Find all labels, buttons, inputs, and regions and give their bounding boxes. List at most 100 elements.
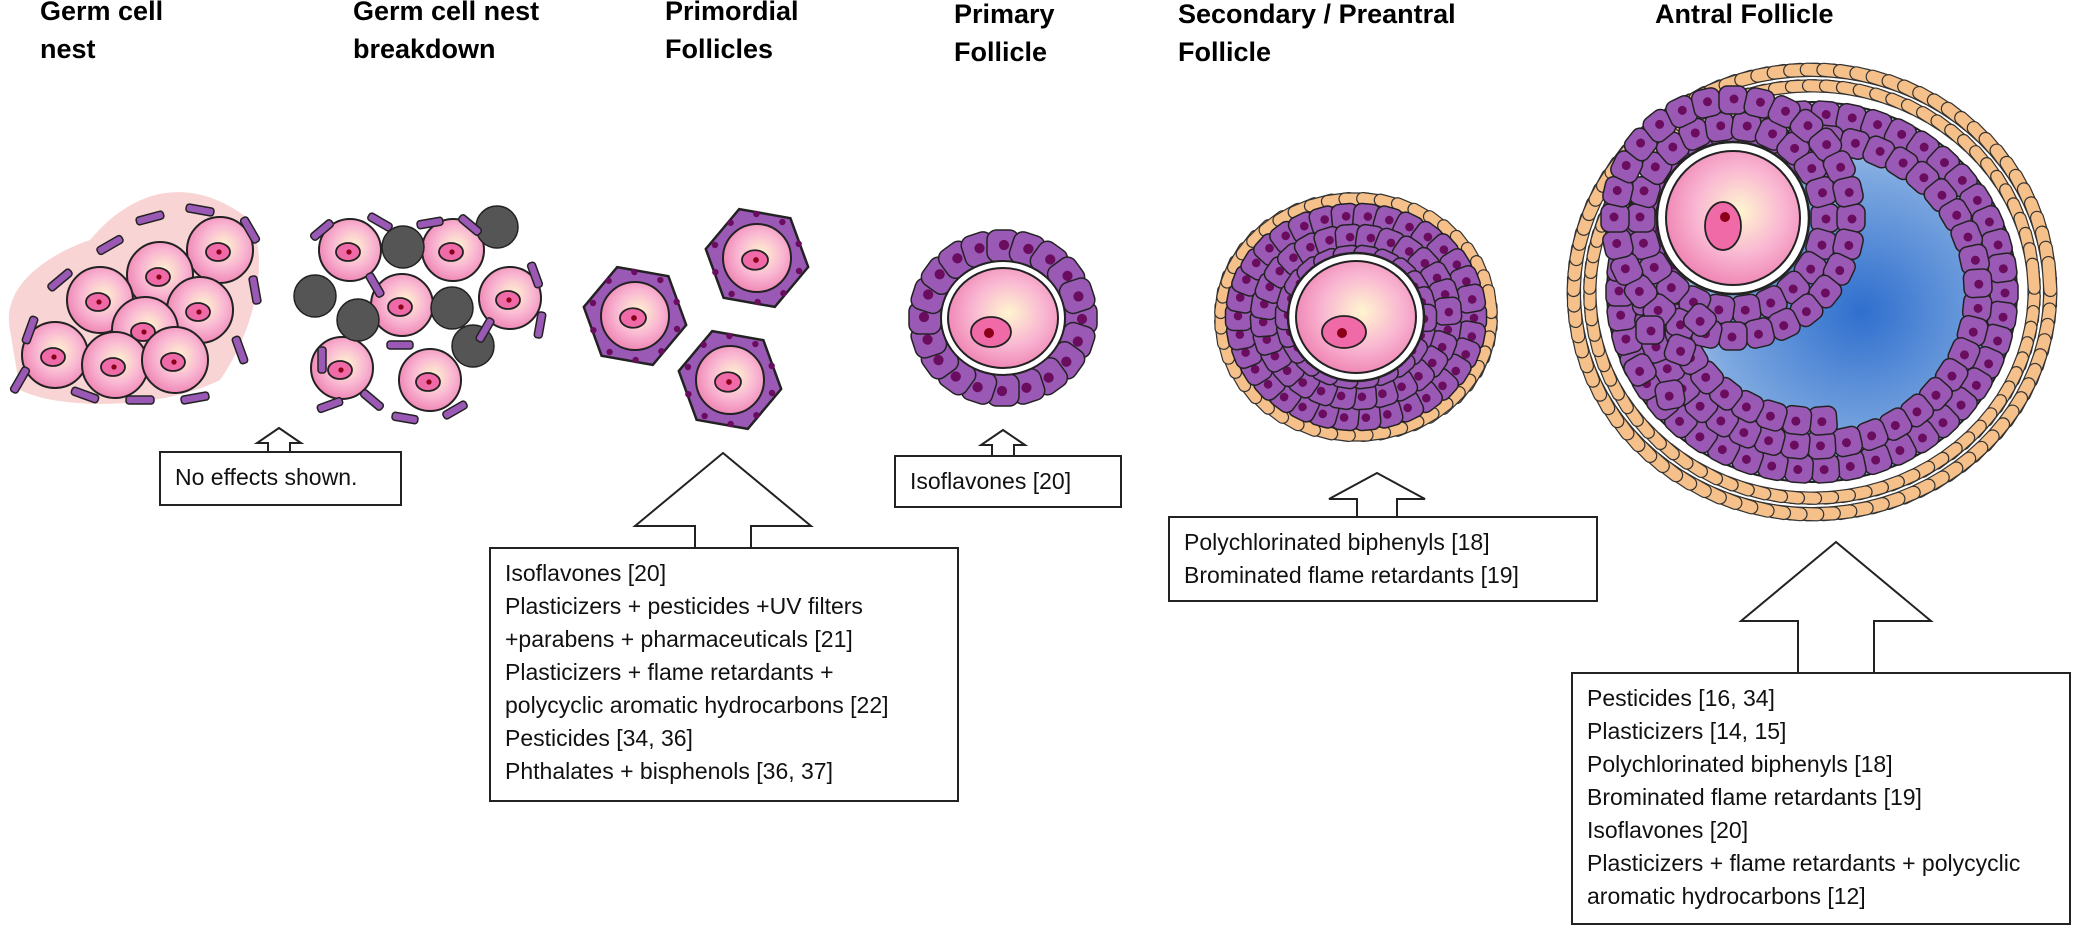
granulosa-cell (1663, 333, 1697, 367)
granulosa-cell (1058, 277, 1096, 315)
effect-line: Plasticizers + flame retardants + (505, 659, 834, 685)
granulosa-cell (1635, 315, 1665, 345)
apoptotic-cell (430, 286, 474, 330)
granulosa-nucleus (727, 219, 734, 226)
granulosa-nucleus (1612, 186, 1622, 196)
granulosa-nucleus (1461, 350, 1470, 359)
granulosa-nucleus (1443, 325, 1453, 335)
granulosa-nucleus (1339, 413, 1349, 422)
granulosa-nucleus (1984, 359, 1994, 369)
granulosa-nucleus (1765, 411, 1775, 421)
squamous-cell (442, 400, 468, 420)
granulosa-cell (1859, 442, 1893, 476)
granulosa-nucleus (1717, 445, 1727, 455)
granulosa-nucleus (1405, 222, 1414, 232)
effect-line: aromatic hydrocarbons [12] (1587, 883, 1866, 909)
granulosa-cell (1807, 405, 1838, 436)
granulosa-nucleus (1844, 240, 1854, 250)
granulosa-nucleus (1740, 305, 1750, 315)
granulosa-nucleus (1952, 210, 1962, 220)
granulosa-nucleus (1820, 288, 1830, 298)
granulosa-nucleus (1720, 389, 1730, 399)
granulosa-nucleus (996, 385, 1008, 397)
granulosa-nucleus (1282, 366, 1292, 375)
granulosa-nucleus (1320, 215, 1329, 224)
granulosa-nucleus (1469, 313, 1479, 323)
apoptotic-cell (475, 205, 519, 249)
nucleolus (631, 315, 637, 321)
granulosa-nucleus (923, 289, 934, 300)
granulosa-nucleus (1259, 299, 1269, 309)
granulosa-nucleus (1258, 317, 1268, 327)
effect-line: Pesticides [16, 34] (1587, 685, 1775, 711)
granulosa-nucleus (1289, 253, 1298, 262)
granulosa-nucleus (1363, 212, 1373, 221)
granulosa-nucleus (673, 298, 680, 306)
granulosa-nucleus (1817, 417, 1827, 427)
effects-box-secondary: Polychlorinated biphenyls [18] Brominate… (1168, 516, 1598, 602)
granulosa-cell (1805, 227, 1838, 261)
granulosa-nucleus (1998, 312, 2008, 322)
granulosa-nucleus (998, 239, 1010, 251)
effect-line: +parabens + pharmaceuticals [21] (505, 626, 853, 652)
oocyte (126, 241, 194, 309)
effect-line: Isoflavones [20] (910, 468, 1072, 494)
granulosa-nucleus (1345, 232, 1355, 242)
granulosa-nucleus (1635, 212, 1645, 222)
granulosa-nucleus (631, 268, 638, 276)
granulosa-nucleus (1993, 336, 2003, 346)
granulosa-nucleus (1281, 231, 1291, 241)
nucleolus (111, 364, 117, 370)
nucleolus (196, 309, 202, 315)
granulosa-nucleus (1318, 409, 1328, 419)
effect-line: Pesticides [34, 36] (505, 725, 693, 751)
stage-title-secondary-follicle: Secondary / Preantral Follicle (1178, 0, 1456, 67)
granulosa-cell (1704, 111, 1736, 143)
oocyte (398, 348, 462, 412)
granulosa-nucleus (1768, 129, 1778, 139)
granulosa-nucleus (1791, 416, 1801, 426)
nucleolus (506, 297, 512, 303)
nucleolus (51, 354, 57, 360)
granulosa-nucleus (1620, 264, 1630, 274)
granulosa-nucleus (1789, 440, 1799, 450)
granulosa-nucleus (1807, 164, 1817, 174)
oocyte (81, 331, 149, 399)
granulosa-nucleus (589, 299, 597, 307)
granulosa-nucleus (1235, 293, 1245, 302)
granulosa-nucleus (1875, 146, 1885, 156)
granulosa-nucleus (918, 311, 930, 323)
granulosa-nucleus (1973, 303, 1983, 313)
squamous-cell (365, 272, 385, 298)
squamous-cell (96, 234, 124, 256)
granulosa-nucleus (726, 332, 733, 340)
granulosa-nucleus (1414, 372, 1423, 381)
granulosa-nucleus (1918, 433, 1927, 443)
squamous-cell (533, 311, 547, 339)
oocyte (478, 266, 542, 330)
granulosa-nucleus (1636, 138, 1646, 148)
granulosa-nucleus (632, 356, 639, 364)
oocyte-cell (947, 267, 1059, 369)
granulosa-nucleus (2000, 288, 2010, 298)
granulosa-nucleus (1073, 291, 1084, 302)
granulosa-nucleus (1939, 158, 1949, 168)
granulosa-cell (1602, 228, 1634, 261)
up-arrow (1738, 540, 1934, 675)
granulosa-nucleus (1938, 418, 1948, 428)
granulosa-nucleus (701, 412, 708, 420)
granulosa-nucleus (605, 277, 612, 284)
granulosa-nucleus (1755, 97, 1765, 107)
granulosa-nucleus (1668, 142, 1678, 152)
granulosa-nucleus (1871, 455, 1881, 465)
granulosa-nucleus (727, 420, 734, 428)
nucleolus (156, 274, 162, 280)
granulosa-nucleus (1754, 329, 1763, 339)
nucleolus (141, 329, 147, 335)
granulosa-nucleus (972, 381, 983, 393)
granulosa-nucleus (1646, 326, 1656, 336)
granulosa-nucleus (1972, 195, 1982, 205)
granulosa-nucleus (1790, 143, 1800, 153)
effects-box-primary: Isoflavones [20] (894, 455, 1122, 508)
